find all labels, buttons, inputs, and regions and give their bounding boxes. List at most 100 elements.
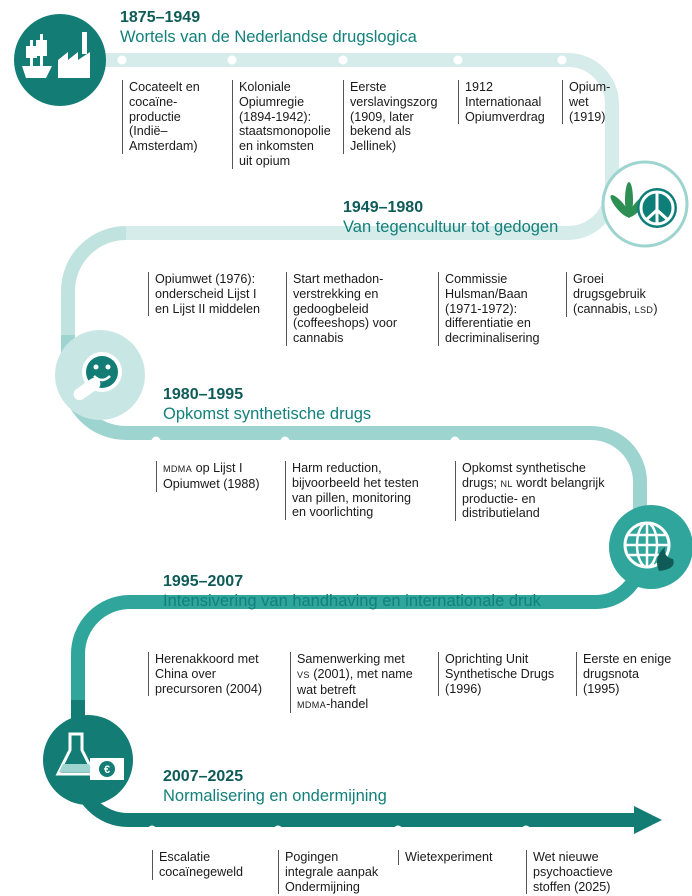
- era-years: 1995–2007: [163, 573, 244, 590]
- event-line: verslavingszorg: [350, 94, 438, 109]
- timeline-dot: [338, 55, 348, 65]
- event-line: Samenwerking met: [297, 652, 405, 666]
- event-line: verstrekking en: [293, 286, 379, 301]
- event-line: onderscheid Lijst I: [155, 286, 257, 301]
- timeline-dot: [281, 247, 291, 257]
- event-line: Pogingen: [285, 850, 339, 864]
- event-line: (coffeeshops) voor: [293, 316, 398, 331]
- event-line: (1894-1942):: [239, 109, 312, 124]
- era-years: 1980–1995: [163, 386, 244, 403]
- event-line: Opiumregie: [239, 94, 305, 109]
- event-line: MDMA op Lijst I: [163, 461, 243, 475]
- event-line: drugsgebruik: [573, 286, 646, 301]
- timeline-dot: [227, 55, 237, 65]
- era-title: Opkomst synthetische drugs: [163, 405, 372, 423]
- event-line: staatsmonopolie: [239, 124, 331, 139]
- event-line: Wet nieuwe: [533, 850, 599, 864]
- timeline-road-segment: [60, 53, 619, 151]
- event-line: Opiumwet (1988): [163, 476, 260, 491]
- event-line: Oprichting Unit: [445, 652, 529, 666]
- event-line: Amsterdam): [129, 139, 198, 154]
- timeline-dot: [521, 825, 531, 835]
- event-line: Opkomst synthetische: [462, 461, 586, 475]
- event-line: differentiatie en: [445, 316, 531, 331]
- event-line: cannabis: [293, 331, 344, 346]
- event-line: wet: [569, 94, 589, 109]
- event-line: Eerste: [350, 80, 387, 94]
- event-line: en inkomsten: [239, 139, 314, 154]
- event-line: stoffen (2025): [533, 879, 611, 894]
- svg-text:€: €: [104, 764, 110, 776]
- smiley-pill-icon: [55, 330, 145, 420]
- event-line: productie: [129, 109, 181, 124]
- event-line: Opiumwet (1976):: [155, 272, 256, 286]
- event-line: (1919): [569, 109, 606, 124]
- era-title: Normalisering en ondermijning: [163, 787, 387, 805]
- event-line: uit opium: [239, 153, 291, 168]
- event-line: VS (2001), met name: [297, 666, 413, 681]
- event-line: en Lijst II middelen: [155, 301, 261, 316]
- timeline-dot: [393, 825, 403, 835]
- event-line: Opiumverdrag: [465, 109, 545, 124]
- timeline-road-segment: [61, 226, 127, 335]
- timeline-dot: [147, 825, 157, 835]
- event-line: (Indië–: [129, 124, 168, 139]
- era-title: Intensivering van handhaving en internat…: [163, 592, 541, 610]
- era-title: Wortels van de Nederlandse drugslogica: [120, 28, 417, 46]
- event-line: Eerste en enige: [583, 652, 672, 666]
- event-line: van pillen, monitoring: [292, 490, 412, 505]
- timeline-dot: [273, 825, 283, 835]
- event-line: Cocateelt en: [129, 80, 200, 94]
- event-line: Start methadon-: [293, 272, 384, 286]
- event-line: (1909, later: [350, 109, 414, 124]
- event-line: Commissie: [445, 272, 508, 286]
- event-line: decriminalisering: [445, 331, 540, 346]
- event-line: 1912: [465, 80, 494, 94]
- event-text: Opium-wet(1919): [562, 80, 610, 125]
- timeline-dot: [433, 628, 443, 638]
- event-line: bijvoorbeeld het testen: [292, 475, 419, 490]
- timeline-dot: [151, 436, 161, 446]
- timeline-dot: [143, 247, 153, 257]
- event-line: Internationaal: [465, 94, 542, 109]
- event-line: Synthetische Drugs: [445, 666, 555, 681]
- event-line: Harm reduction,: [292, 461, 382, 475]
- event-line: (cannabis, LSD): [573, 301, 658, 316]
- event-line: Ondermijning: [285, 879, 360, 894]
- cannabis-peace-icon: [601, 160, 689, 248]
- era-years: 1875–1949: [120, 9, 201, 26]
- era-years: 1949–1980: [343, 199, 424, 216]
- event-line: wat betreft: [297, 682, 356, 697]
- event-line: precursoren (2004): [155, 681, 263, 696]
- event-line: drugs; NL wordt belangrijk: [462, 475, 605, 490]
- timeline-dot: [557, 55, 567, 65]
- event-line: MDMA-handel: [297, 697, 369, 712]
- event-line: psychoactieve: [533, 864, 613, 879]
- era-years: 2007–2025: [163, 768, 244, 785]
- event-line: cocaïnegeweld: [159, 864, 244, 879]
- event-line: cocaïne-: [129, 94, 178, 109]
- timeline-dot: [285, 628, 295, 638]
- timeline-dot: [450, 436, 460, 446]
- event-line: Herenakkoord met: [155, 652, 259, 666]
